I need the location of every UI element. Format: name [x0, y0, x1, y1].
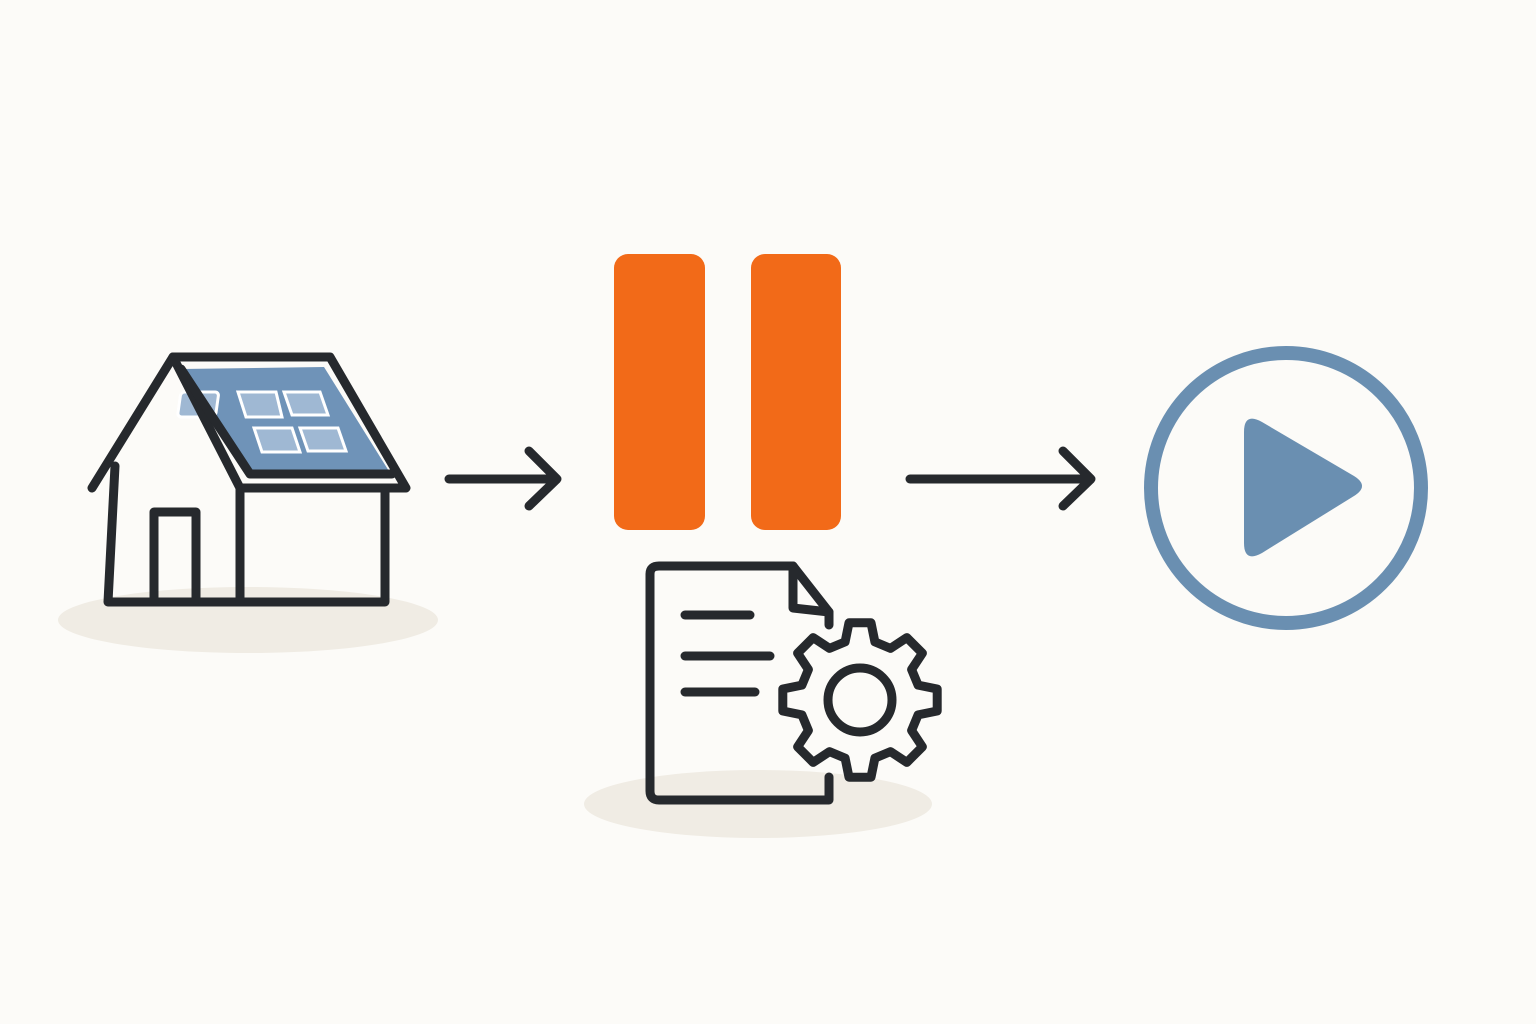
play-triangle [1244, 418, 1362, 557]
play-circle-ring [1144, 346, 1428, 630]
document-gear-icon [645, 561, 942, 805]
gear-icon [778, 618, 942, 782]
play-circle-icon [1144, 346, 1428, 630]
solar-cell-2 [281, 390, 331, 417]
pause-bar-right [751, 254, 841, 530]
pause-icon [614, 254, 841, 530]
document-outline [645, 561, 834, 805]
arrow-right-icon [444, 446, 562, 511]
house-outline [87, 352, 411, 607]
solar-cell-1 [235, 390, 284, 419]
solar-cell-3 [251, 426, 303, 454]
arrow-right-icon [905, 446, 1096, 511]
solar-cell-4 [297, 426, 349, 453]
pause-bar-left [614, 254, 705, 530]
house-with-solar-panel-icon [87, 352, 411, 607]
